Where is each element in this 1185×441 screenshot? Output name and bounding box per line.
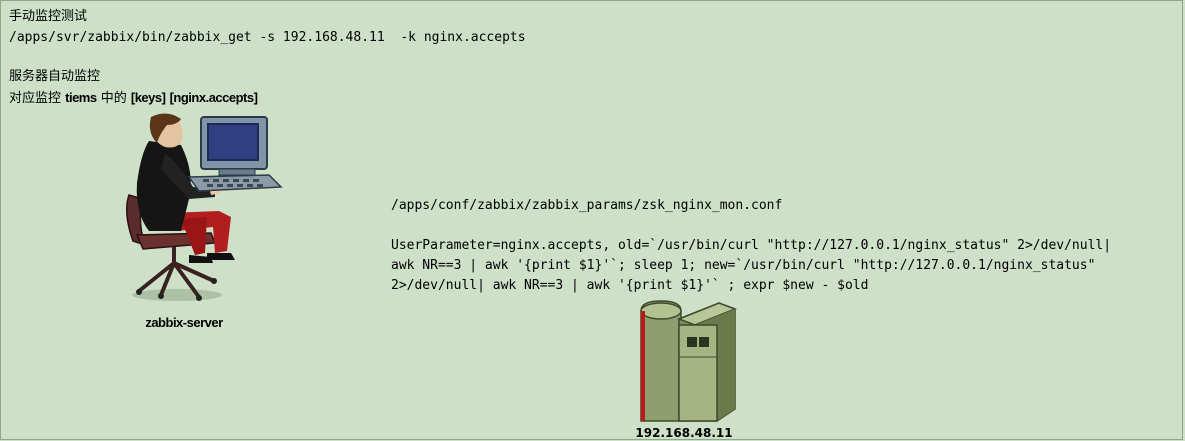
keys-prefix: 对应监控 xyxy=(9,91,66,106)
items-word: tiems xyxy=(65,90,97,105)
zabbix-get-command: /apps/svr/zabbix/bin/zabbix_get -s 192.1… xyxy=(9,30,526,45)
user-parameter-line-2: awk NR==3 | awk '{print $1}'`; sleep 1; … xyxy=(391,258,1096,273)
auto-monitor-title: 服务器自动监控 xyxy=(9,69,101,84)
server-ip-label: 192.168.48.11 xyxy=(635,426,733,440)
user-parameter-line-3: 2>/dev/null| awk NR==3 | awk '{print $1}… xyxy=(391,278,869,293)
user-parameter-line-1: UserParameter=nginx.accepts, old=`/usr/b… xyxy=(391,238,1112,253)
server-tower-icon xyxy=(640,300,738,422)
person-at-computer-icon xyxy=(126,113,283,301)
keys-description: 对应监控 tiems 中的 [keys] [nginx.accepts] xyxy=(9,88,258,108)
keys-middle: 中的 xyxy=(96,91,131,106)
config-file-path: /apps/conf/zabbix/zabbix_params/zsk_ngin… xyxy=(391,198,783,213)
keys-value: [nginx.accepts] xyxy=(169,90,258,105)
keys-word: [keys] xyxy=(130,90,166,105)
zabbix-server-label: zabbix-server xyxy=(145,315,223,330)
manual-test-title: 手动监控测试 xyxy=(9,9,88,24)
